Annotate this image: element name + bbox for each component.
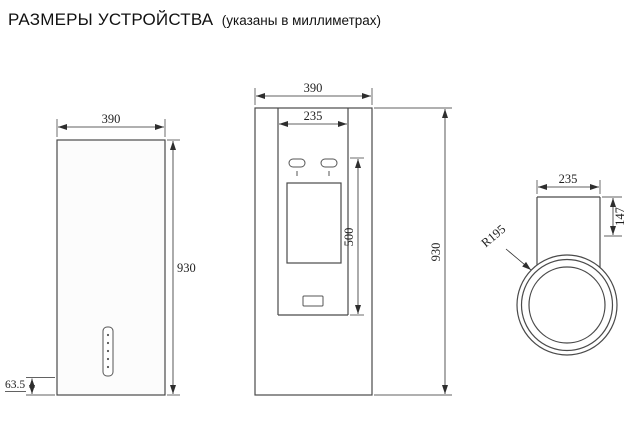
back-duct-width-dimension-label: 235 [304,109,323,123]
top-duct-width-dimension-label: 235 [559,172,578,186]
front-width-dimension-label: 390 [102,112,121,126]
body-inner-circle [528,266,606,344]
control-panel-button-dot [106,357,110,361]
front-offset-dimension-label: 63.5 [5,379,25,391]
control-panel-button-dot [106,341,110,345]
page-title: РАЗМЕРЫ УСТРОЙСТВА [8,10,214,29]
control-panel-button-dot [106,333,110,337]
back-height-dimension-label: 930 [429,243,443,262]
page-header: РАЗМЕРЫ УСТРОЙСТВА (указаны в миллиметра… [8,10,381,30]
mounting-slot-right [320,158,338,168]
mounting-slot-left [288,158,306,168]
back-view-body-outline [254,107,373,396]
top-duct-depth-dimension-label: 147 [613,207,627,226]
body-middle-circle [520,258,614,352]
control-panel-button-dot [106,349,110,353]
rear-opening-window [286,182,342,264]
back-panel-height-dimension-label: 500 [342,228,356,247]
top-view: 235 147 R195 [479,172,627,356]
radius-leader-line [505,248,532,271]
lower-slot [302,295,324,307]
back-view: 390 235 500 930 [254,81,452,396]
page-subtitle: (указаны в миллиметрах) [221,13,382,28]
radius-dimension-label: R195 [479,222,509,250]
front-view: 390 930 63.5 [5,112,196,396]
body-outer-circle [516,254,618,356]
back-width-dimension-label: 390 [304,81,323,95]
control-panel-button-dot [106,365,110,369]
front-height-dimension-label: 930 [177,261,196,275]
